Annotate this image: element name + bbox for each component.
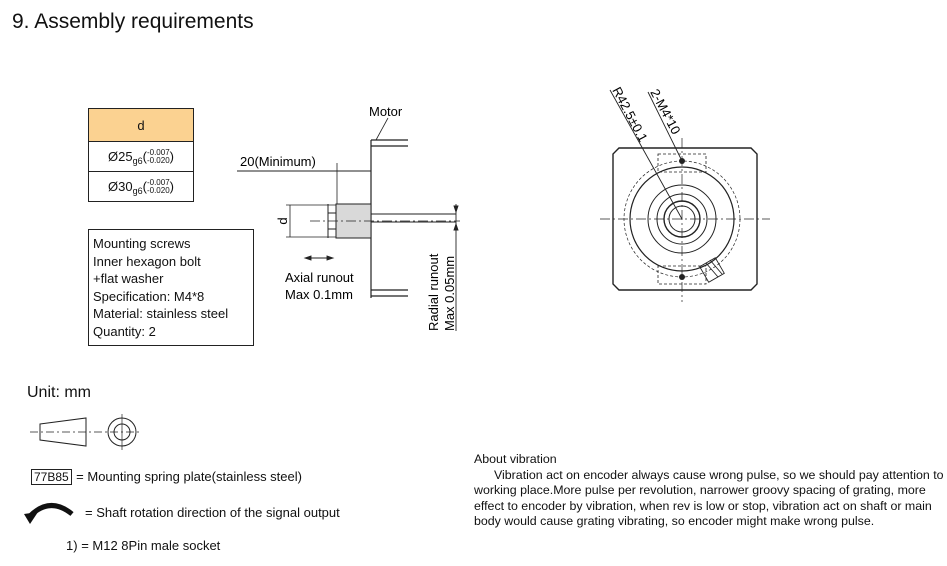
unit-label: Unit: mm [27, 384, 91, 401]
outer-body-circle [629, 166, 735, 272]
d-label: d [275, 217, 290, 224]
flange-circle [647, 184, 717, 254]
shaft-circle [668, 205, 696, 233]
radial-runout-value: Max 0.05mm [442, 256, 457, 331]
radial-runout-title: Radial runout [426, 253, 441, 331]
hub-circle [656, 193, 708, 245]
front-view-drawing: R42.5±0.1 2-M4*10 [600, 84, 770, 302]
socket-prefix: 1) [66, 538, 78, 553]
table-header: d [89, 109, 193, 142]
fit-class: g6 [132, 185, 143, 196]
rotation-arrow-icon [24, 503, 74, 524]
diameter-value: Ø30 [108, 179, 133, 194]
screws-line: Quantity: 2 [93, 323, 156, 339]
mounting-screws-box: Mounting screws Inner hexagon bolt +flat… [88, 229, 254, 346]
screws-line: Inner hexagon bolt [93, 253, 201, 269]
motor-label: Motor [369, 104, 403, 119]
spring-plate-top [657, 153, 707, 173]
spring-plate-legend: 77B85 = Mounting spring plate(stainless … [31, 468, 302, 486]
bore-circle [663, 200, 701, 238]
spring-plate-code: 77B85 [31, 469, 72, 485]
spring-plate-bottom [657, 265, 707, 285]
radius-leader [609, 89, 683, 220]
shaft [310, 203, 460, 239]
axial-runout-value: Max 0.1mm [285, 287, 353, 302]
screw-hole-bottom [679, 274, 685, 280]
rotation-direction-text: = Shaft rotation direction of the signal… [85, 505, 340, 520]
motor-flange [370, 139, 408, 298]
radius-label: R42.5±0.1 [609, 84, 650, 144]
upper-tolerance: -0.007 [146, 147, 170, 157]
min-length-label: 20(Minimum) [240, 154, 316, 169]
fit-class: g6 [132, 155, 143, 166]
radial-runout-marker [453, 204, 459, 331]
screws-line: +flat washer [93, 271, 164, 287]
socket-text: = M12 8Pin male socket [81, 538, 221, 553]
motor-leader-line [375, 117, 389, 141]
axial-runout-title: Axial runout [285, 270, 354, 285]
screw-label: 2-M4*10 [647, 86, 683, 136]
screws-line: Specification: M4*8 [93, 288, 205, 304]
screws-line: Material: stainless steel [93, 306, 229, 322]
page-title: 9. Assembly requirements [12, 10, 254, 33]
connector-icon [699, 257, 725, 283]
encoder-housing [612, 147, 758, 291]
axial-runout-arrow [303, 255, 335, 261]
spring-plate-text: = Mounting spring plate(stainless steel) [76, 469, 302, 484]
vibration-note: About vibration Vibration act on encoder… [474, 452, 944, 530]
socket-legend: 1) = M12 8Pin male socket [66, 538, 220, 553]
lower-tolerance: -0.020 [146, 155, 170, 165]
screws-line: Mounting screws [93, 236, 191, 251]
diameter-value: Ø25 [108, 149, 133, 164]
vibration-body: Vibration act on encoder always cause wr… [474, 467, 944, 529]
projection-symbol-icon [30, 414, 140, 450]
vibration-heading: About vibration [474, 452, 557, 466]
screw-leader [647, 91, 683, 162]
upper-tolerance: -0.007 [146, 177, 170, 187]
lower-tolerance: -0.020 [146, 185, 170, 195]
